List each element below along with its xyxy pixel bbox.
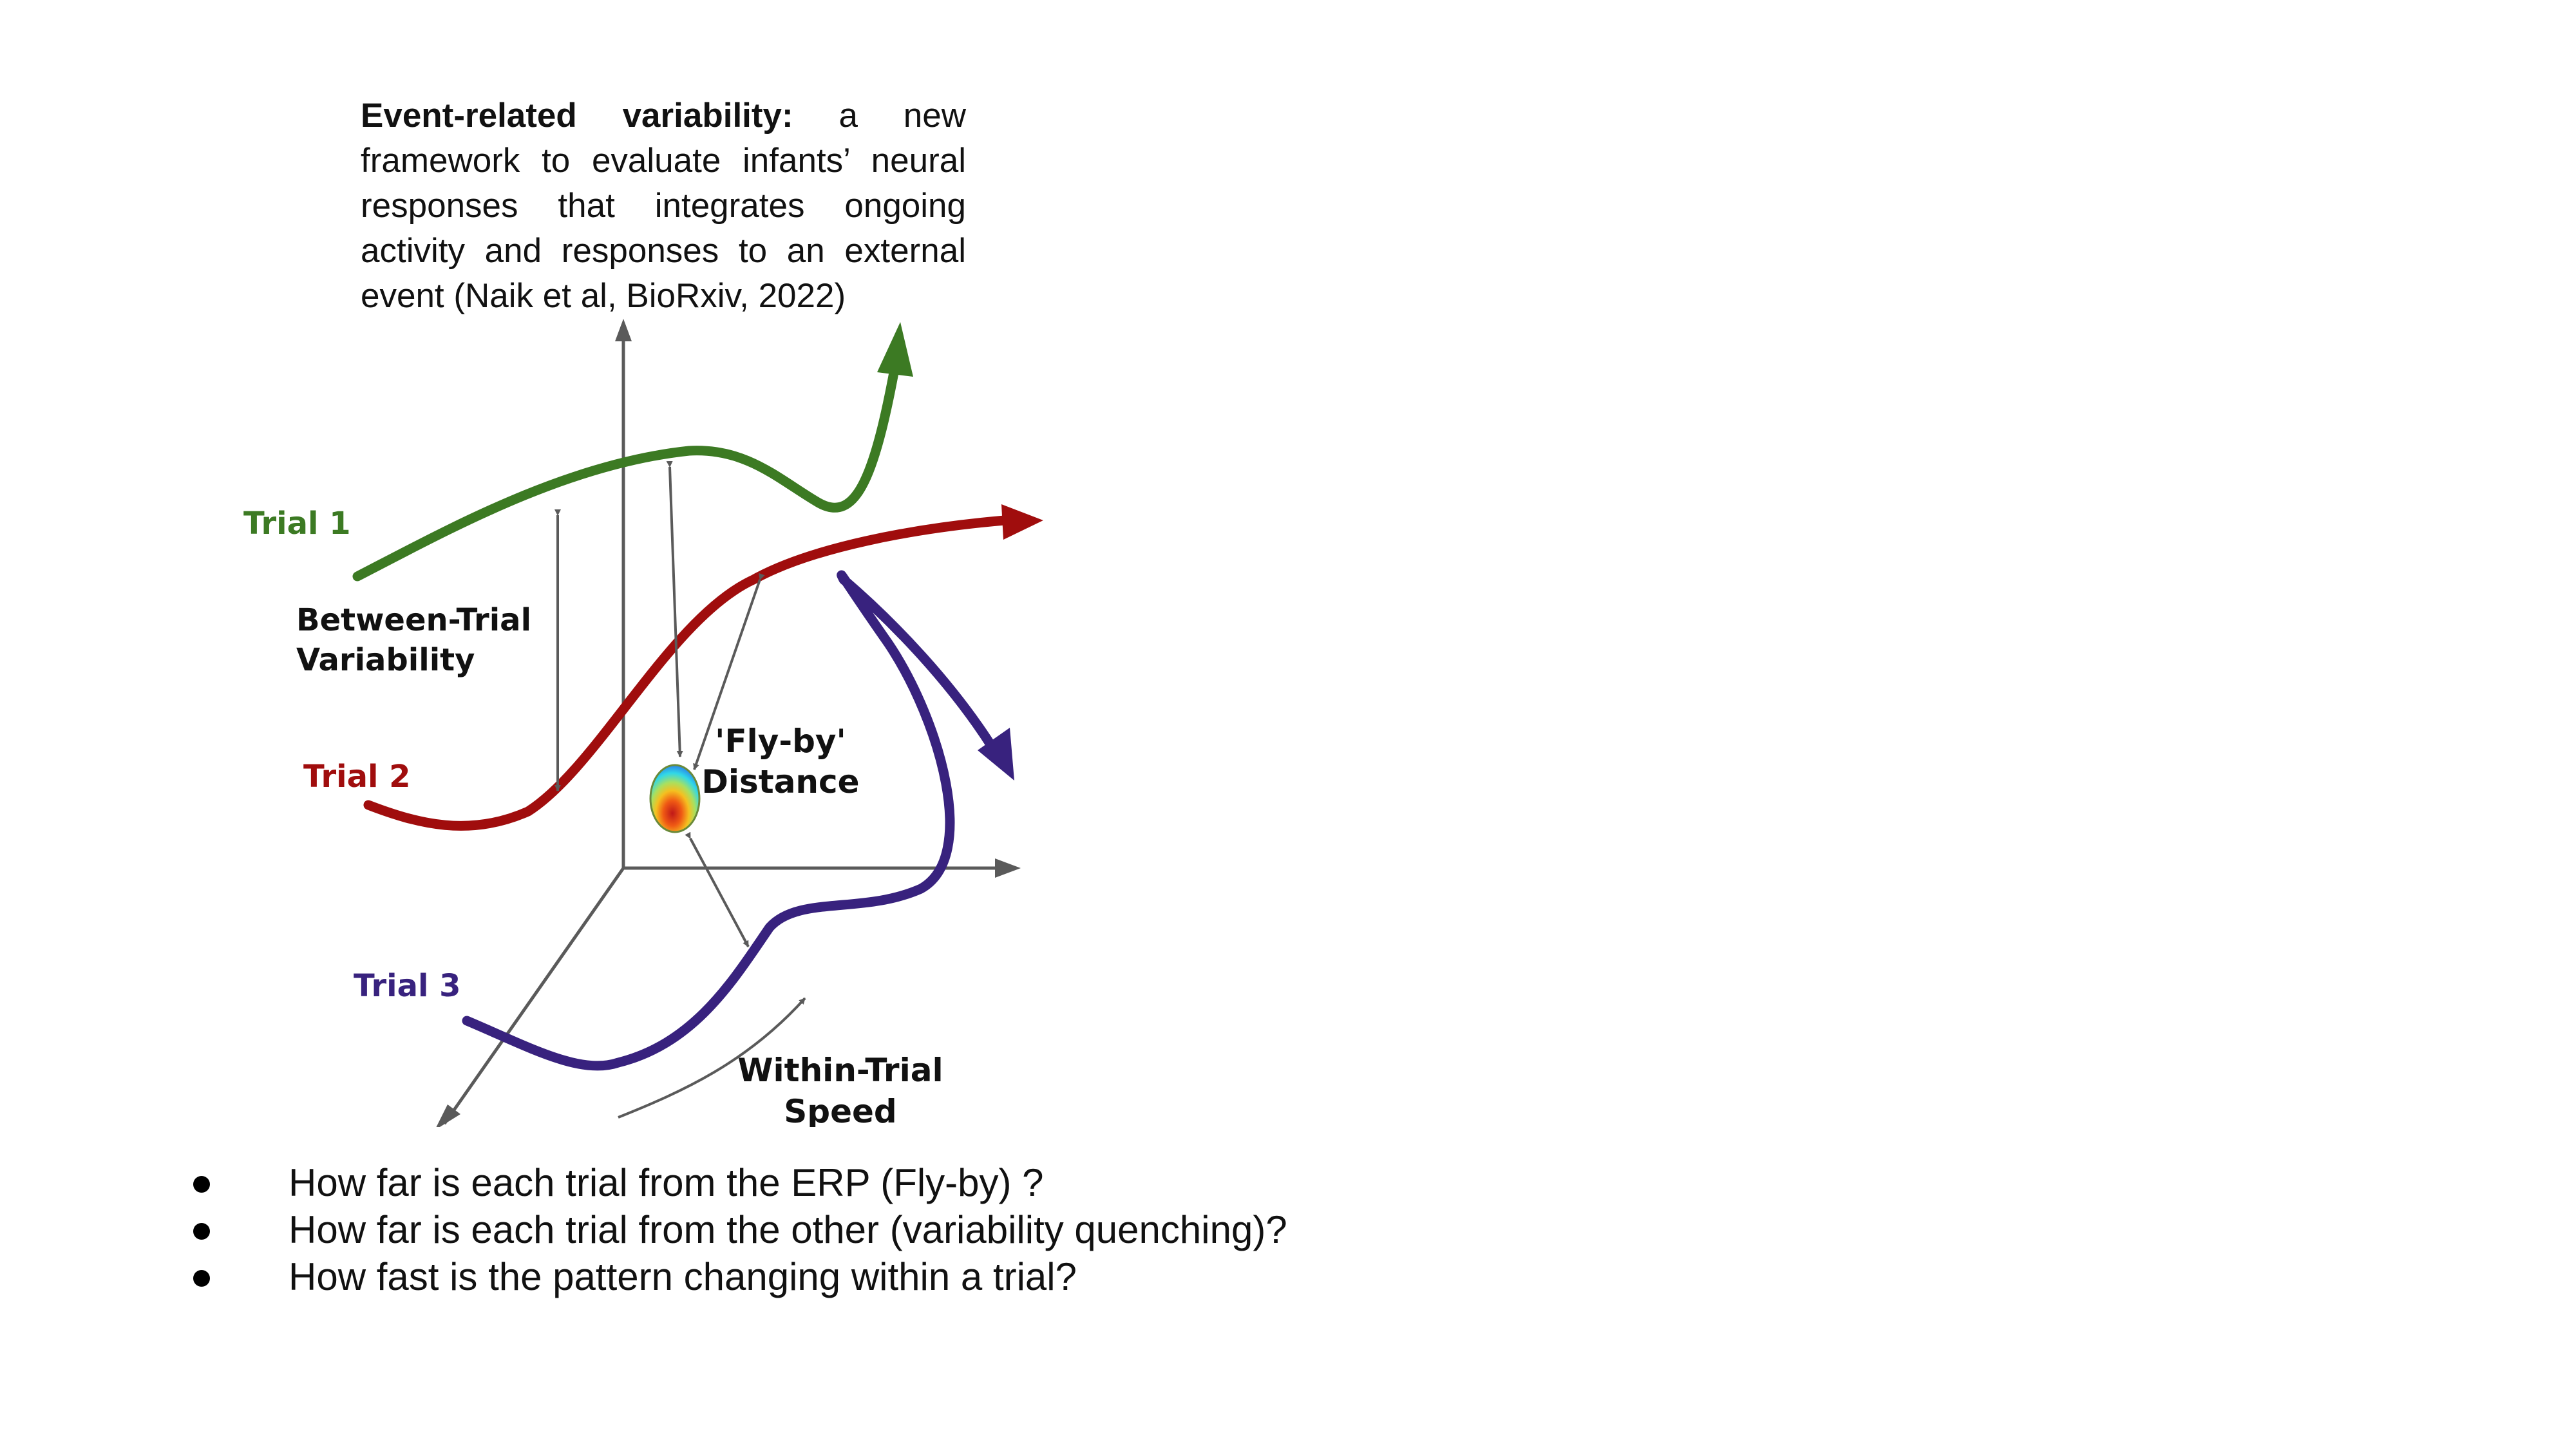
trajectory-svg [352, 319, 1043, 1127]
flyby-arrow-1 [666, 460, 683, 757]
question-text: How far is each trial from the ERP (Fly-… [289, 1161, 1044, 1204]
trial-1-curve [352, 343, 904, 582]
between-trial-label: Between-Trial Variability [296, 600, 532, 680]
within-trial-arrow [618, 997, 806, 1119]
intro-paragraph: Event-related variability: a new framewo… [361, 93, 966, 319]
question-list: How far is each trial from the ERP (Fly-… [193, 1159, 1739, 1300]
x-axis-head [995, 858, 1021, 878]
trial-1-arrowhead [877, 322, 913, 377]
trial-3-label: Trial 3 [354, 968, 461, 1004]
question-item: How far is each trial from the ERP (Fly-… [193, 1159, 1739, 1206]
question-item: How far is each trial from the other (va… [193, 1206, 1739, 1253]
y-axis-head [615, 319, 632, 341]
trial-1-label: Trial 1 [243, 506, 351, 542]
flyby-line-1: 'Fly-by' [715, 723, 846, 760]
trial-2-curve [363, 515, 1010, 831]
flyby-line-2: Distance [701, 763, 860, 800]
within-trial-line-1: Within-Trial [737, 1052, 943, 1089]
flyby-arrow-3 [685, 831, 750, 947]
flyby-distance-label: 'Fly-by' Distance [697, 721, 864, 802]
question-text: How fast is the pattern changing within … [289, 1255, 1077, 1298]
trial-3-curve [462, 570, 1003, 1071]
trial-3-arrowhead [978, 728, 1014, 781]
intro-text: a new framework to evaluate infants’ neu… [361, 97, 967, 315]
trial-2-label: Trial 2 [303, 759, 411, 795]
question-item: How fast is the pattern changing within … [193, 1253, 1739, 1300]
bullet-icon [193, 1270, 210, 1287]
z-axis [442, 867, 625, 1125]
trajectory-diagram: Trial 1 Trial 2 Trial 3 Between-Trial Va… [213, 303, 1069, 1127]
flyby-arrow-2 [693, 573, 765, 770]
trial-2-arrowhead [1001, 504, 1043, 540]
between-trial-line-2: Variability [296, 642, 475, 678]
bullet-icon [193, 1176, 210, 1193]
intro-bold-term: Event-related variability: [361, 97, 793, 135]
z-axis-head [436, 1104, 460, 1127]
within-trial-label: Within-Trial Speed [731, 1050, 950, 1127]
erp-head-map [649, 764, 701, 833]
bullet-icon [193, 1223, 210, 1240]
question-text: How far is each trial from the other (va… [289, 1208, 1287, 1251]
between-trial-line-1: Between-Trial [296, 602, 532, 638]
within-trial-line-2: Speed [784, 1093, 897, 1127]
